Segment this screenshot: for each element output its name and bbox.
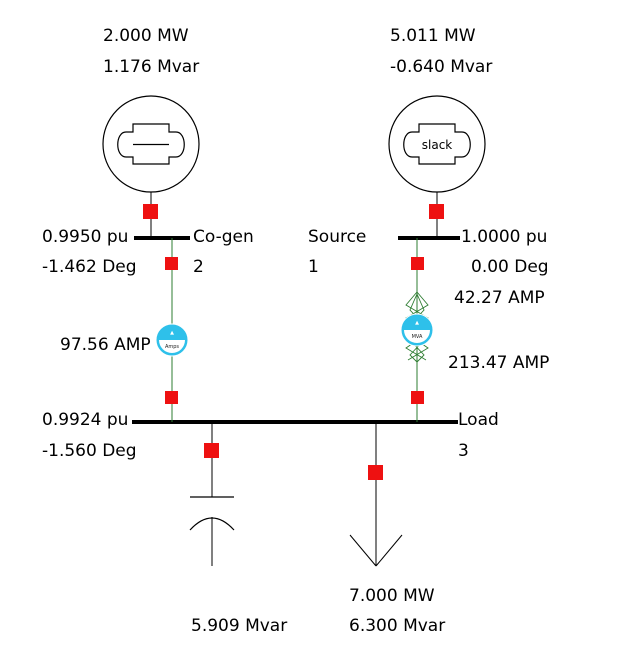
flow-meter-source-load-arrow-icon: ▲ [415,320,419,326]
generator-source-symbol [403,123,471,165]
load-arrow[interactable] [349,422,403,567]
flow-meter-cogen-load-tag: Amps [165,344,179,350]
bus-load-angle: -1.560 Deg [42,441,137,461]
flow-meter-source-load-tag: MVA [412,334,423,340]
bus-cogen-number: 2 [193,257,204,277]
generator-cogen-symbol [117,123,185,165]
bus-source-number: 1 [308,257,319,277]
load-arrow-head-right [375,534,403,567]
bus-load-voltage: 0.9924 pu [42,410,129,430]
bus-cogen-voltage: 0.9950 pu [42,227,129,247]
breaker-generator-source[interactable] [429,204,444,219]
bus-source-name: Source [308,227,367,247]
bus-load-number: 3 [458,441,469,461]
flow-meter-source-load-fill [404,330,430,343]
generator-source-mw: 5.011 MW [390,26,476,46]
breaker-generator-cogen[interactable] [143,204,158,219]
flow-meter-cogen-load-arrow-icon: ▲ [170,330,174,336]
generator-source-slack-tag: slack [422,138,453,152]
line-source-load-current-bottom: 213.47 AMP [448,353,550,373]
generator-cogen-mvar: 1.176 Mvar [103,57,200,77]
line-source-load-current-top: 42.27 AMP [454,288,545,308]
load-arrow-head-left [349,534,377,567]
shunt-mvar: 5.909 Mvar [191,616,288,636]
flow-meter-cogen-load[interactable]: Amps ▲ [155,323,189,357]
breaker-shunt[interactable] [204,443,219,458]
bus-cogen-name: Co-gen [193,227,254,247]
generator-source-mvar: -0.640 Mvar [390,57,493,77]
generator-cogen-mw: 2.000 MW [103,26,189,46]
bus-source-voltage: 1.0000 pu [461,227,548,247]
bus-source-angle: 0.00 Deg [471,257,549,277]
breaker-line-source-end[interactable] [411,257,424,270]
breaker-load[interactable] [368,465,383,480]
line-cogen-load-current: 97.56 AMP [60,335,151,355]
generator-cogen[interactable] [102,95,200,193]
load-mw: 7.000 MW [349,586,435,606]
flow-meter-source-load[interactable]: MVA ▲ [400,313,434,347]
bus-cogen-angle: -1.462 Deg [42,257,137,277]
load-mvar: 6.300 Mvar [349,616,446,636]
breaker-line-source-load-end[interactable] [411,391,424,404]
flow-meter-cogen-load-fill [159,340,185,353]
generator-source[interactable]: slack [388,95,486,193]
breaker-line-cogen-load-end[interactable] [165,391,178,404]
shunt-capacitor[interactable] [189,422,235,566]
breaker-line-cogen-end[interactable] [165,257,178,270]
bus-load-name: Load [458,410,499,430]
